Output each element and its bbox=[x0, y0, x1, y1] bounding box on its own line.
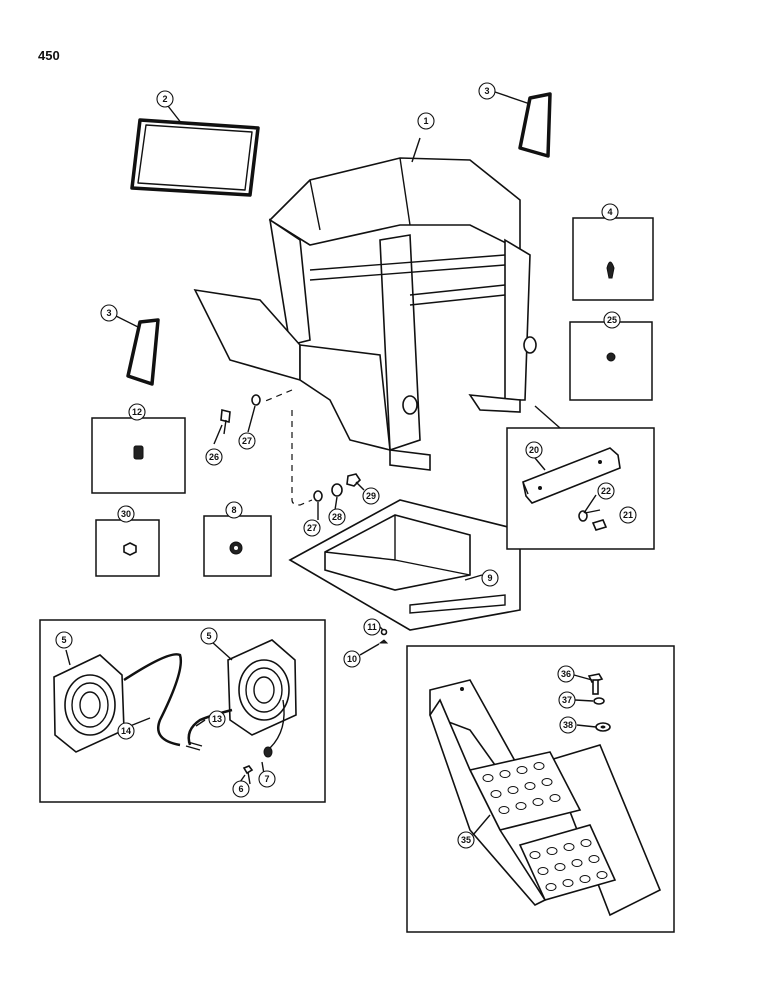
callout-14: 14 bbox=[117, 722, 135, 740]
svg-text:26: 26 bbox=[209, 452, 219, 462]
work-lamp-assembly-box bbox=[39, 619, 326, 803]
callout-35: 35 bbox=[457, 831, 475, 849]
svg-text:14: 14 bbox=[121, 726, 131, 736]
svg-text:5: 5 bbox=[206, 631, 211, 641]
callout-7: 7 bbox=[258, 770, 276, 788]
svg-text:25: 25 bbox=[607, 315, 617, 325]
callout-28: 28 bbox=[328, 508, 346, 526]
svg-text:8: 8 bbox=[231, 505, 236, 515]
part-8-nut-box bbox=[203, 515, 272, 577]
callout-27-upper: 27 bbox=[238, 432, 256, 450]
svg-text:28: 28 bbox=[332, 512, 342, 522]
svg-text:10: 10 bbox=[347, 654, 357, 664]
callout-5-right: 5 bbox=[200, 627, 218, 645]
svg-text:7: 7 bbox=[264, 774, 269, 784]
svg-text:1: 1 bbox=[423, 116, 428, 126]
hardware-10-11 bbox=[378, 628, 389, 644]
svg-text:29: 29 bbox=[366, 491, 376, 501]
callout-27-lower: 27 bbox=[303, 519, 321, 537]
callout-26: 26 bbox=[205, 448, 223, 466]
side-window-glass-lower bbox=[115, 315, 160, 386]
part-25-grommet-box bbox=[569, 321, 653, 401]
callout-21: 21 bbox=[619, 506, 637, 524]
svg-text:30: 30 bbox=[121, 509, 131, 519]
callout-11: 11 bbox=[363, 618, 381, 636]
floor-plate bbox=[288, 499, 521, 631]
callout-36: 36 bbox=[557, 665, 575, 683]
callout-2: 2 bbox=[156, 90, 174, 108]
bracket-20-assembly-box bbox=[506, 405, 655, 550]
svg-text:12: 12 bbox=[132, 407, 142, 417]
svg-text:9: 9 bbox=[487, 573, 492, 583]
callout-3-lower: 3 bbox=[100, 304, 118, 322]
callout-29: 29 bbox=[362, 487, 380, 505]
svg-text:37: 37 bbox=[562, 695, 572, 705]
svg-text:5: 5 bbox=[61, 635, 66, 645]
svg-text:22: 22 bbox=[601, 486, 611, 496]
callout-12: 12 bbox=[128, 403, 146, 421]
svg-text:38: 38 bbox=[563, 720, 573, 730]
svg-text:20: 20 bbox=[529, 445, 539, 455]
svg-text:21: 21 bbox=[623, 510, 633, 520]
cab-frame bbox=[193, 137, 537, 471]
svg-text:2: 2 bbox=[162, 94, 167, 104]
svg-text:6: 6 bbox=[238, 784, 243, 794]
callout-13: 13 bbox=[208, 710, 226, 728]
svg-text:27: 27 bbox=[242, 436, 252, 446]
callout-9: 9 bbox=[481, 569, 499, 587]
hardware-27-28-29 bbox=[313, 473, 362, 502]
callout-6: 6 bbox=[232, 780, 250, 798]
callout-38: 38 bbox=[559, 716, 577, 734]
callout-37: 37 bbox=[558, 691, 576, 709]
svg-text:3: 3 bbox=[106, 308, 111, 318]
rear-window-glass bbox=[130, 105, 260, 197]
svg-text:4: 4 bbox=[607, 207, 612, 217]
page-number: 450 bbox=[38, 48, 60, 63]
callout-5-left: 5 bbox=[55, 631, 73, 649]
side-window-glass-upper bbox=[494, 91, 552, 158]
part-30-plug-box bbox=[95, 519, 160, 577]
callout-10: 10 bbox=[343, 650, 361, 668]
svg-text:13: 13 bbox=[212, 714, 222, 724]
part-12-clip-box bbox=[91, 417, 186, 494]
callout-8: 8 bbox=[225, 501, 243, 519]
callout-25: 25 bbox=[603, 311, 621, 329]
callout-30: 30 bbox=[117, 505, 135, 523]
svg-text:35: 35 bbox=[461, 835, 471, 845]
svg-text:27: 27 bbox=[307, 523, 317, 533]
bolt-26-washer-27 bbox=[220, 389, 313, 506]
svg-text:3: 3 bbox=[484, 86, 489, 96]
step-assembly-box bbox=[406, 645, 675, 933]
callout-20: 20 bbox=[525, 441, 543, 459]
callout-22: 22 bbox=[597, 482, 615, 500]
callout-4: 4 bbox=[601, 203, 619, 221]
svg-text:11: 11 bbox=[367, 622, 377, 632]
part-4-clip-box bbox=[572, 217, 654, 301]
callout-1: 1 bbox=[417, 112, 435, 130]
svg-text:36: 36 bbox=[561, 669, 571, 679]
callout-3-upper: 3 bbox=[478, 82, 496, 100]
